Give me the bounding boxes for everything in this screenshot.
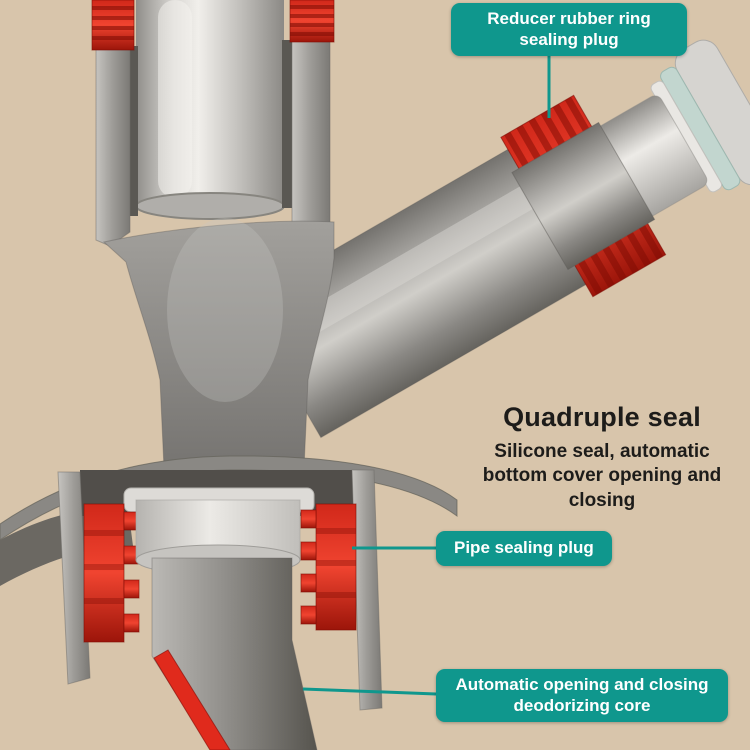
heading-subtitle: Silicone seal, automatic bottom cover op… [482, 441, 722, 511]
callout-reducer-rubber-ring-sealing-plug: Reducer rubber ring sealing plug [451, 3, 687, 57]
main-vertical-pipe [91, 0, 335, 247]
gap-shadow-left [128, 46, 138, 216]
pipe-sealing-plug-right [300, 503, 357, 631]
fitting-body [102, 220, 335, 469]
inner-tube-rim [135, 192, 285, 220]
lower-wall-right [351, 469, 383, 711]
gap-shadow-right [282, 40, 292, 208]
reducer-rubber-ring-left [91, 0, 135, 51]
callout-pipe-sealing-plug: Pipe sealing plug [436, 531, 612, 566]
bottom-seal-line [153, 649, 231, 750]
deodorizing-core-tube [151, 557, 318, 750]
pipe-sealing-plug-left [83, 503, 140, 643]
feature-heading: Quadruple seal Silicone seal, automatic … [461, 402, 743, 513]
lower-wall-left [57, 471, 91, 685]
lower-assembly [57, 469, 383, 750]
outer-wall-left [95, 47, 131, 247]
branch-highlight [275, 185, 539, 349]
callout-deodorizing-core: Automatic opening and closing deodorizin… [436, 669, 728, 723]
outer-wall-right [291, 39, 331, 237]
reducer-rubber-ring-right [289, 0, 335, 43]
body-highlight [167, 218, 283, 402]
heading-title: Quadruple seal [503, 402, 701, 432]
branch-compression-nut [511, 121, 656, 271]
inlet-branch-pipe [242, 39, 750, 439]
inner-tube-highlight [158, 0, 192, 198]
connector-deodorizing-core [302, 687, 437, 696]
